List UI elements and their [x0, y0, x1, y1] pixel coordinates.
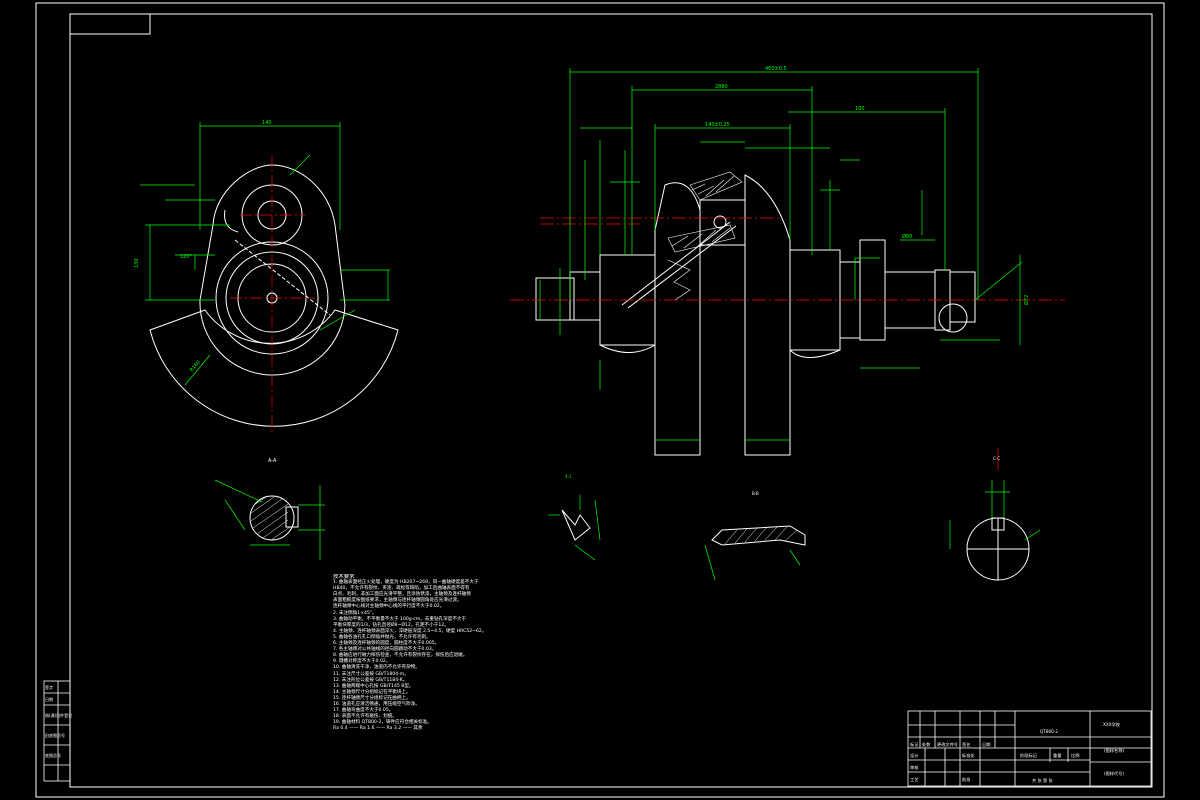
front-view — [535, 174, 976, 456]
tech-note-line: 13. 曲轴两端中心孔按 GB/T145 B型。 — [333, 683, 414, 689]
approve-label: 批准 — [962, 776, 970, 783]
crank-span-dim: 140±0.25 — [705, 122, 730, 128]
tech-note-line: 19. 曲轴材料 QT800-2，铸件应符合相关标准。 — [333, 720, 432, 726]
section-c — [966, 517, 1030, 581]
tech-note-line: 9. 键槽对称度不大于0.02。 — [333, 659, 391, 665]
side-height-dim: 130 — [134, 258, 140, 268]
tech-note-line: 1. 曲轴表面经正火处理，硬度为 HB207~269，同一曲轴硬度差不大于 — [333, 580, 479, 586]
scale-label: 比例 — [1071, 752, 1079, 759]
front-view-dims — [539, 68, 1023, 441]
side-block-row-0: 借(通)用件登记 — [45, 712, 72, 718]
journal-diameter-dim: Ø72 — [1023, 295, 1030, 305]
tech-note-line: 连杆轴颈中心线对主轴颈中心线的平行度不大于0.02。 — [333, 604, 445, 610]
detail-label: C-C — [993, 456, 1000, 461]
drawing-name: (图样名称) — [1104, 747, 1124, 754]
section-bb-dims — [214, 479, 325, 560]
pitch-dim: 100 — [855, 106, 865, 112]
row-label-1: 设计 — [910, 752, 918, 759]
side-block-row-4: 底图总号 — [45, 752, 61, 758]
section-bb — [249, 495, 299, 541]
tech-note-line: 6. 主轴颈及连杆轴颈的圆度、圆柱度不大于0.005。 — [333, 641, 440, 647]
side-block — [43, 680, 71, 782]
front-view-centerlines — [510, 217, 1065, 301]
tech-note-line: HB40，不允许有裂纹、夹渣、疏松等缺陷，加工后曲轴表面不得有 — [333, 586, 470, 592]
outer-frame — [35, 2, 1165, 798]
code-box — [69, 13, 151, 35]
tech-notes: 技术要求 1. 曲轴表面经正火处理，硬度为 HB207~269，同一曲轴硬度差不… — [333, 574, 533, 739]
tech-note-line: 11. 未注尺寸公差按 GB/T1804-m。 — [333, 671, 409, 677]
row-label-2: 审核 — [910, 764, 919, 771]
header-cell-3: 签名 — [962, 741, 970, 748]
tech-note-line: 12. 未注形位公差按 GB/T1184-K。 — [333, 677, 408, 683]
tech-note-line: 平衡块厚度的1/3，钻孔直径Ø8~Ø12，孔距不小于12。 — [333, 622, 449, 628]
tech-note-line: 白点、毛刺，非加工面应光滑平整，且涂防锈漆，主轴颈及连杆轴颈 — [333, 592, 471, 598]
section-bb-hatch — [250, 496, 291, 541]
side-width-dim: 140 — [262, 120, 272, 126]
side-view-label: A-A — [268, 458, 277, 464]
tech-notes-title: 技术要求 — [333, 574, 355, 580]
row-label-3: 工艺 — [910, 777, 918, 782]
school-name: XXX学校 — [1103, 721, 1121, 728]
tech-note-line: Ra 0.4 —— Ra 1.6 —— Ra 3.2 —— 其余 — [333, 726, 423, 732]
tech-note-line — [333, 732, 533, 738]
main-length-dim: 2880 — [715, 84, 728, 90]
side-block-row-2: 旧底图总号 — [45, 732, 65, 738]
tech-note-line: 7. 各主轴颈对公共轴线的径向圆跳动不大于0.03。 — [333, 647, 437, 653]
profile-section-hatch — [724, 526, 798, 545]
side-view-centerlines — [230, 155, 315, 435]
header-cell-2: 更改文件号 — [937, 741, 958, 748]
stage-label: 阶段标记 — [1020, 752, 1038, 759]
side-view-dims — [140, 122, 390, 386]
tech-note-line: 表面粗糙度按图纸要求，主轴颈与连杆轴颈圆角处应光滑过渡。 — [333, 598, 462, 604]
angle-dim: 120° — [180, 254, 193, 260]
tech-note-line: 17. 曲轴弯曲度不大于0.05。 — [333, 708, 394, 714]
material-name: QT800-2 — [1040, 729, 1058, 734]
detail-i-dims — [548, 495, 601, 561]
detail-i — [561, 509, 591, 541]
side-block-row-6: 日期 — [45, 696, 53, 702]
tech-note-line: 18. 表面不允许有碰伤、划痕。 — [333, 714, 397, 720]
tech-note-line: 4. 主轴颈、连杆轴颈表面淬火，淬硬层深度 2.5~4.5，硬度 HRC52~6… — [333, 628, 487, 634]
tech-note-line: 14. 主轴颈尺寸分组标记在平衡块上。 — [333, 689, 411, 695]
header-cell-4: 日期 — [982, 742, 990, 748]
title-block — [907, 710, 1152, 787]
tech-note-line: 10. 曲轴清洗干净，油道内不允许有杂物。 — [333, 665, 420, 671]
std-label: 标准化 — [962, 752, 975, 759]
header-cell-0: 标记 — [910, 741, 919, 748]
tech-note-line: 15. 连杆轴颈尺寸分组标记在曲柄上。 — [333, 695, 411, 701]
radius-dim: R160 — [189, 359, 202, 373]
tech-note-line: 5. 曲轴各油孔孔口倒角并抛光，不允许有毛刺。 — [333, 634, 431, 640]
sheet-label: 共 张 第 张 — [1032, 777, 1054, 784]
tech-note-line: 2. 未注倒角1×45°。 — [333, 610, 377, 616]
tech-note-line: 8. 曲轴应进行磁力探伤检查，不允许有裂纹存在，探伤后应退磁。 — [333, 653, 468, 659]
side-view — [149, 164, 399, 427]
drawing-frame — [69, 13, 1153, 788]
side-block-row-5: 签字 — [45, 684, 53, 690]
weight-label: 重量 — [1053, 752, 1061, 759]
profile-section-dims — [704, 544, 801, 581]
pin-diameter-dim: Ø60 — [902, 233, 912, 240]
profile-section — [711, 525, 806, 546]
section-bb-label: B-B — [752, 491, 759, 496]
tech-note-line: 3. 曲轴动平衡，不平衡量不大于 100g·cm，去重钻孔深度不大于 — [333, 616, 467, 622]
tech-note-line: 16. 油道孔应清洁畅通，用压缩空气吹净。 — [333, 701, 420, 707]
drawing-code: (图样代号) — [1104, 770, 1124, 777]
section-c-dims — [949, 480, 1041, 549]
detail-note: 4:1 — [565, 474, 572, 479]
header-cell-1: 处数 — [922, 741, 931, 748]
overall-length-dim: 460±0.5 — [765, 66, 787, 72]
front-view-hatch — [667, 171, 743, 301]
